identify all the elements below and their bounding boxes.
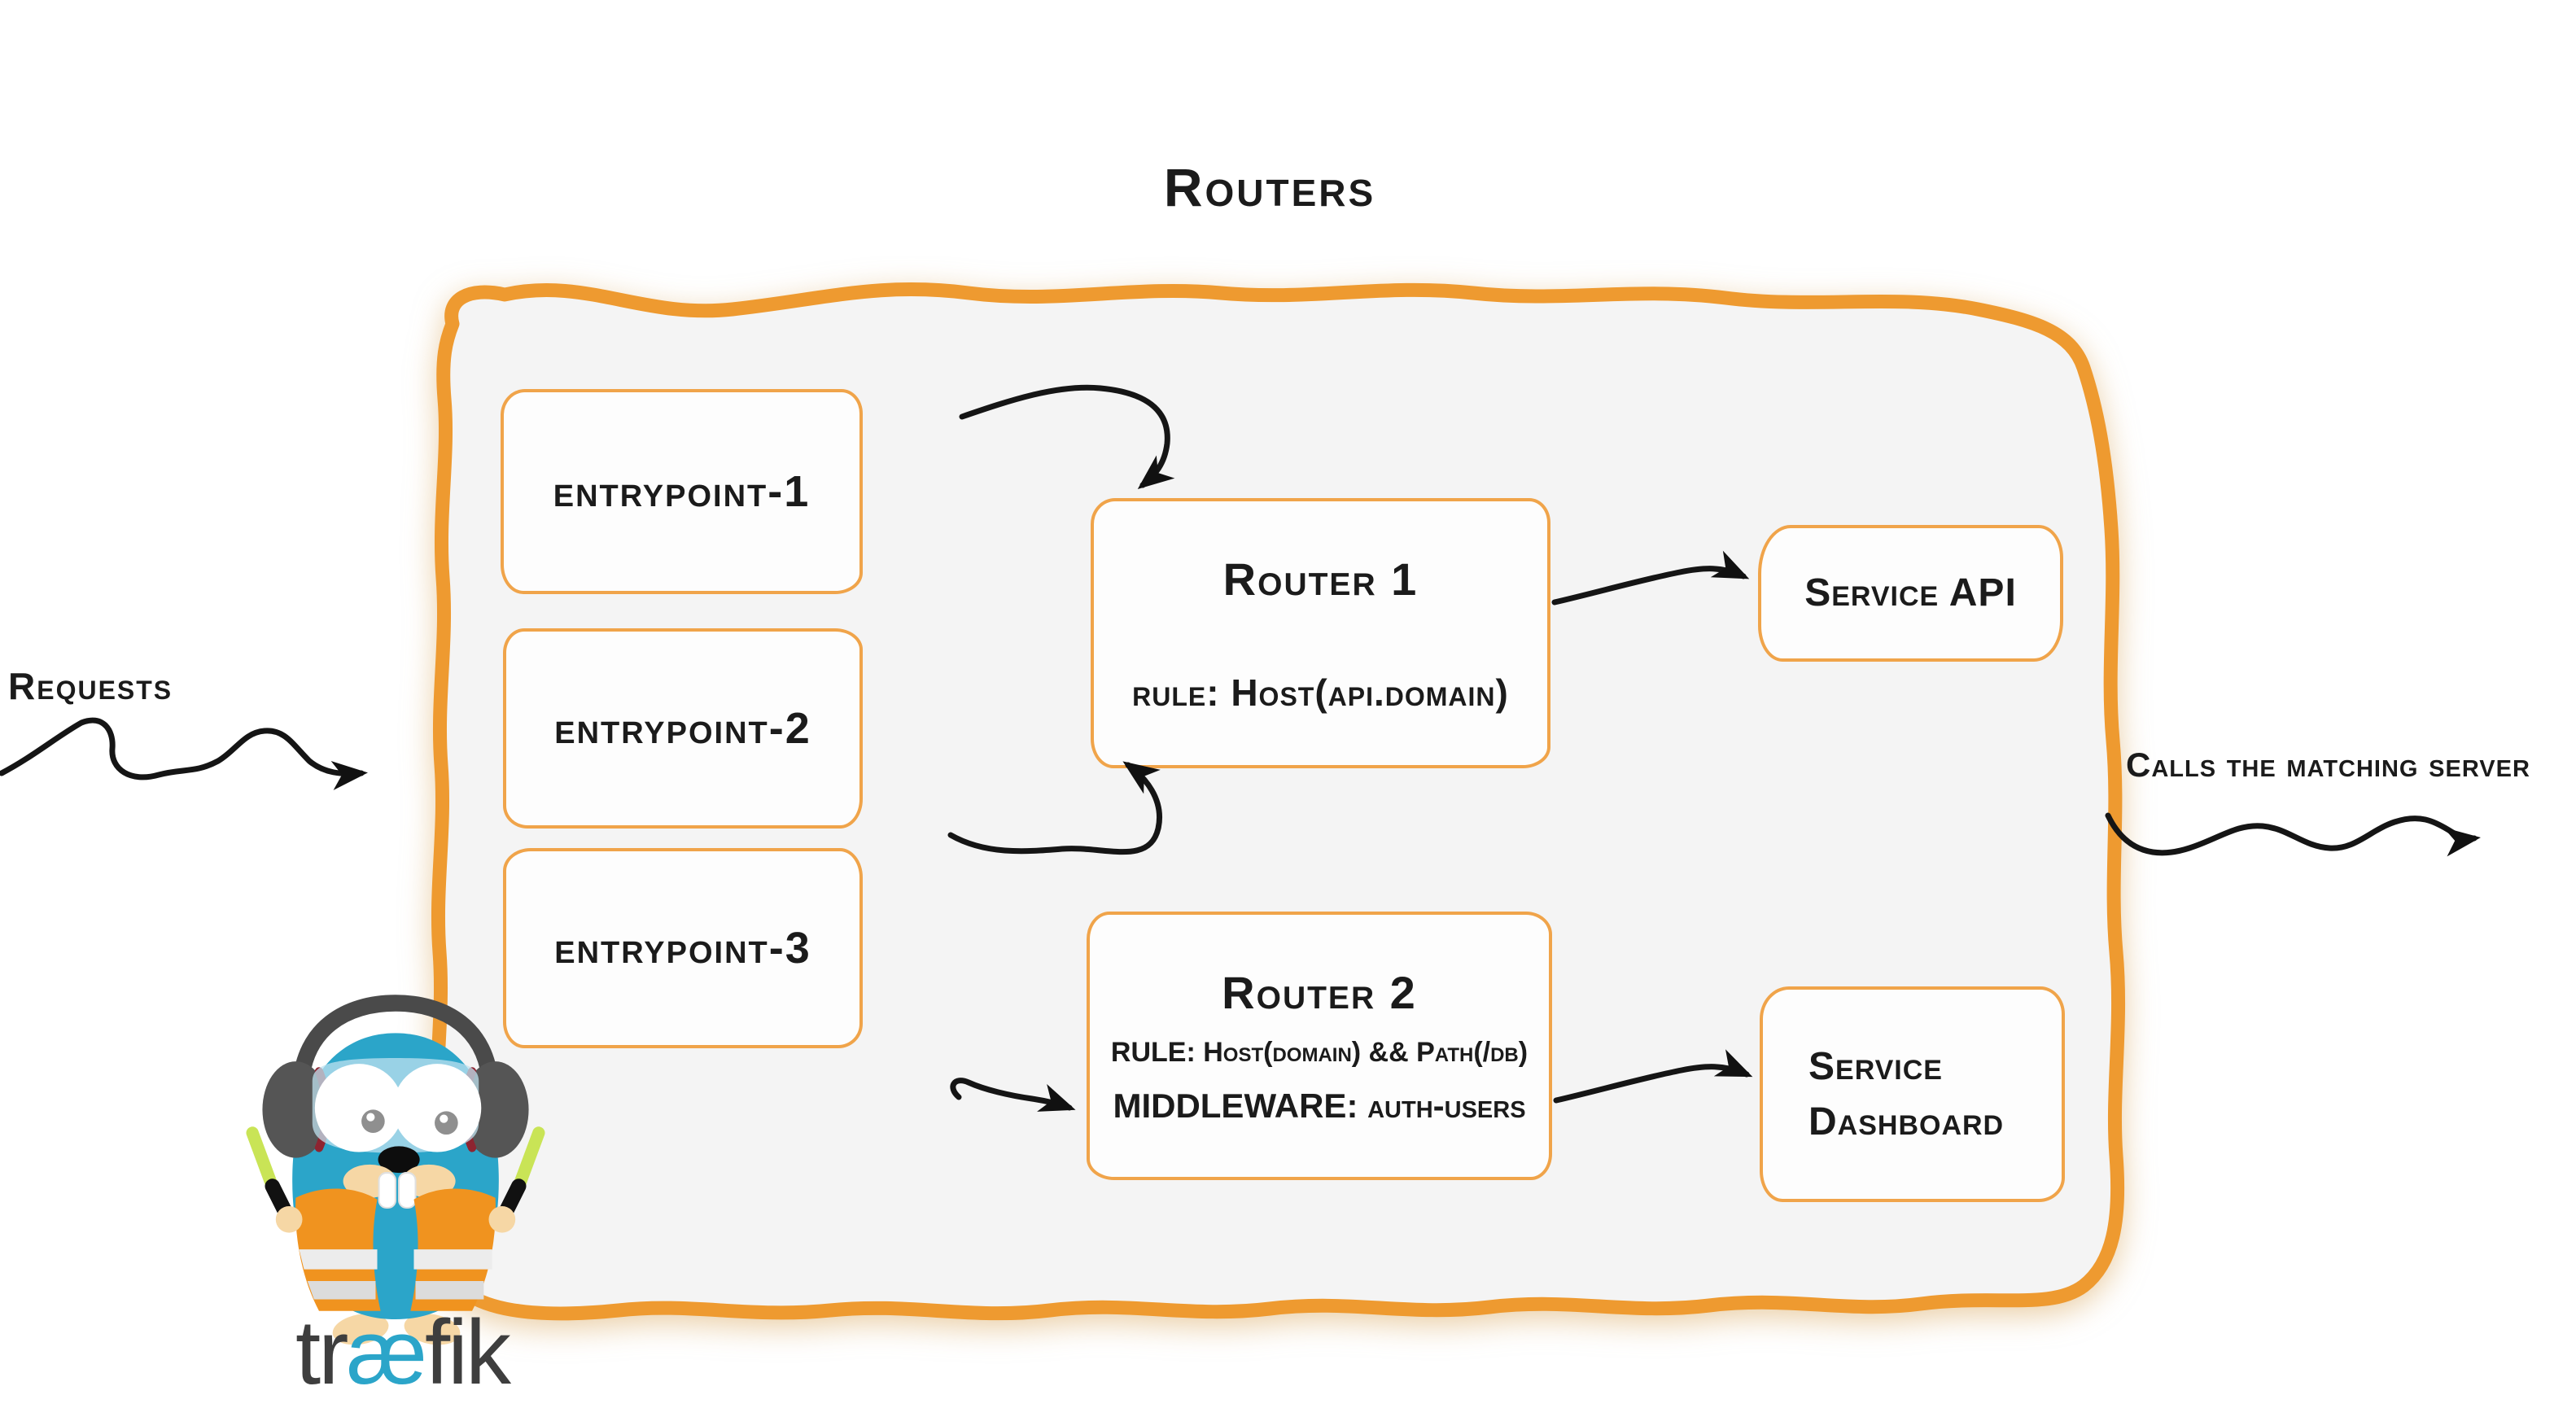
service-api-box: Service API	[1758, 525, 2063, 662]
entrypoint-2-label: entrypoint-2	[554, 704, 811, 753]
entrypoint-3-box: entrypoint-3	[503, 848, 863, 1048]
traefik-logo: træfik	[241, 983, 550, 1398]
entrypoint-2-box: entrypoint-2	[503, 628, 863, 829]
calls-label: Calls the matching server	[2126, 746, 2530, 784]
router-2-rule: RULE: Host(domain) && Path(/db)	[1110, 1037, 1529, 1068]
service-dashboard-box: Service Dashboard	[1760, 986, 2065, 1202]
arrow-calls-out	[2105, 812, 2481, 857]
router-2-box: Router 2 RULE: Host(domain) && Path(/db)…	[1087, 912, 1552, 1180]
traefik-gopher-icon	[246, 995, 545, 1345]
service-dashboard-label: Service Dashboard	[1808, 1045, 2005, 1143]
wordmark-ae: æ	[346, 1301, 427, 1403]
arrow-router1-to-service-api	[1551, 550, 1750, 606]
arrow-entrypoint3-to-router2	[950, 1078, 1076, 1112]
service-api-label: Service API	[1804, 571, 2017, 615]
traefik-wordmark: træfik	[264, 1307, 540, 1398]
router-2-middleware: MIDDLEWARE: auth-users	[1113, 1087, 1526, 1125]
entrypoint-1-label: entrypoint-1	[553, 467, 811, 516]
page-title: Routers	[1163, 157, 1376, 217]
wordmark-pre: tr	[295, 1301, 348, 1403]
arrow-entrypoint2-to-router1	[947, 761, 1162, 855]
arrow-requests-in	[0, 717, 368, 790]
router-1-name: Router 1	[1222, 553, 1419, 605]
entrypoint-1-box: entrypoint-1	[501, 389, 863, 594]
router-1-box: Router 1 rule: Host(api.domain)	[1091, 498, 1550, 768]
requests-label: Requests	[8, 665, 173, 707]
arrow-router2-to-service-dashboard	[1553, 1049, 1753, 1104]
wordmark-post: fik	[425, 1301, 511, 1403]
arrow-entrypoint1-to-router1	[959, 384, 1175, 489]
entrypoint-3-label: entrypoint-3	[554, 924, 811, 973]
router-2-name: Router 2	[1222, 967, 1417, 1018]
router-1-rule: rule: Host(api.domain)	[1132, 671, 1509, 714]
